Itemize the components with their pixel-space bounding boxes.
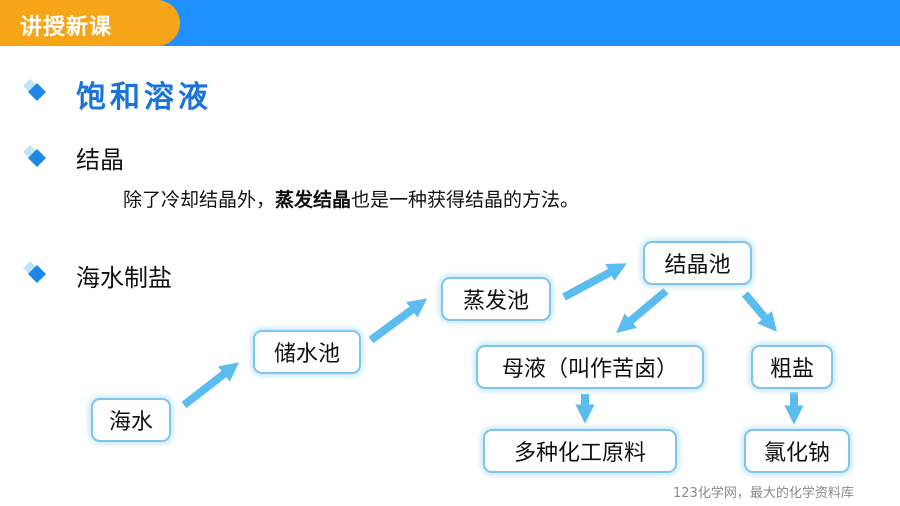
- flow-box-sodium-chloride: 氯化钠: [744, 429, 850, 473]
- bullet-sea-salt: 海水制盐: [76, 264, 172, 292]
- arrow-seawater-to-storage: [181, 362, 240, 409]
- arrow-crystallization-to-mother-liquor: [616, 287, 669, 333]
- paragraph-text-after: 也是一种获得结晶的方法。: [351, 189, 580, 211]
- paragraph-emphasis: 蒸发结晶: [275, 189, 352, 211]
- arrow-storage-to-evaporation: [368, 298, 428, 344]
- heading-diamond-icon: [23, 79, 46, 101]
- section-title: 饱和溶液: [76, 80, 212, 115]
- bullet-diamond-icon: [23, 145, 46, 167]
- flow-box-evaporation-pool: 蒸发池: [441, 277, 551, 321]
- bullet-diamond-icon: [23, 261, 46, 283]
- flow-box-chemical-materials: 多种化工原料: [483, 429, 677, 473]
- flow-box-crude-salt: 粗盐: [751, 345, 833, 389]
- arrow-crystallization-to-crude-salt: [741, 291, 777, 332]
- watermark: 123化学网，最大的化学资料库: [673, 486, 854, 501]
- flow-box-mother-liquor: 母液（叫作苦卤）: [476, 345, 704, 389]
- crystallization-paragraph: 除了冷却结晶外，蒸发结晶也是一种获得结晶的方法。: [123, 185, 579, 212]
- flow-box-storage-pool: 储水池: [253, 330, 361, 374]
- section-tab-label: 讲授新课: [20, 15, 113, 40]
- paragraph-text-before: 除了冷却结晶外，: [123, 189, 276, 211]
- flow-box-seawater: 海水: [91, 398, 171, 442]
- bullet-crystallization: 结晶: [76, 146, 124, 174]
- arrow-evaporation-to-crystallization: [562, 263, 627, 301]
- section-tab: 讲授新课: [0, 0, 180, 46]
- flow-box-crystallization-pool: 结晶池: [643, 241, 752, 285]
